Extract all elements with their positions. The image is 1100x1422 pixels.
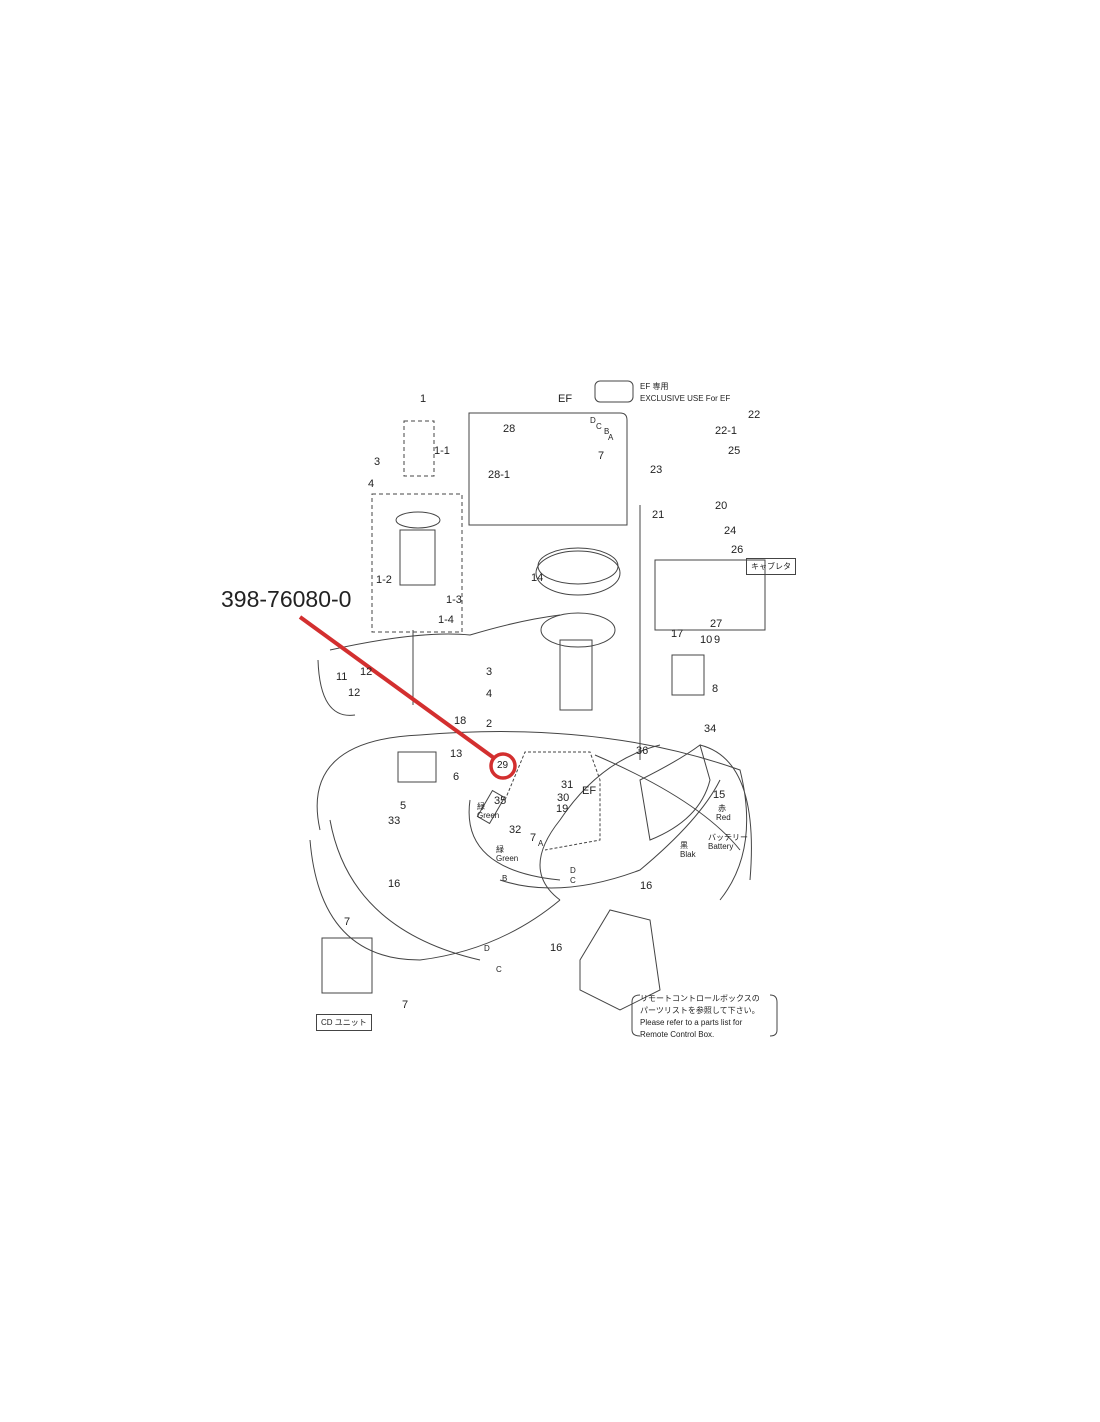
callout-label: 20 xyxy=(715,500,728,512)
callout-29: 29 xyxy=(497,760,509,771)
callout-label: 3 xyxy=(374,456,381,468)
callout-label: D xyxy=(570,866,576,875)
wire-black-jp: 黒 xyxy=(680,841,688,850)
callout-label: 27 xyxy=(710,618,723,630)
callout-label: 1-4 xyxy=(438,614,454,626)
note-line3: Please refer to a parts list for xyxy=(640,1018,743,1027)
callout-label: 3 xyxy=(486,666,493,678)
callout-label: 7 xyxy=(344,916,351,928)
part-number-label: 398-76080-0 xyxy=(221,586,352,612)
ef-inset-frame xyxy=(468,412,628,526)
cd-unit xyxy=(321,937,373,994)
callout-label: 11 xyxy=(336,671,348,683)
callout-label: 4 xyxy=(486,688,493,700)
callout-label: 22 xyxy=(748,409,761,421)
carburetor xyxy=(654,559,766,631)
wire-green-jp: 緑 xyxy=(477,802,485,811)
ef-marker: EF xyxy=(582,785,597,797)
stator xyxy=(540,612,616,648)
callout-label: 14 xyxy=(531,572,544,584)
callout-label: C xyxy=(570,876,576,885)
callout-label: C xyxy=(596,422,602,431)
inset-title: EF xyxy=(558,393,573,405)
callout-label: 17 xyxy=(671,628,684,640)
callout-label: 13 xyxy=(450,748,463,760)
callout-label: 12 xyxy=(348,687,361,699)
callout-label: C xyxy=(496,965,502,974)
callout-label: 18 xyxy=(454,715,467,727)
battery-jp: バッテリー xyxy=(708,833,748,842)
callout-label: 25 xyxy=(728,445,741,457)
flywheel xyxy=(535,550,621,596)
callout-label: 1-2 xyxy=(376,574,392,586)
pointer-arrow xyxy=(298,615,496,760)
wire-green: Green xyxy=(477,811,500,820)
callout-label: 2 xyxy=(486,718,493,730)
callout-label: 22-1 xyxy=(715,425,738,437)
callout-label: 6 xyxy=(453,771,460,783)
callout-label: 10 xyxy=(700,634,713,646)
callout-label: 7 xyxy=(402,999,409,1011)
callout-label: 12 xyxy=(360,666,373,678)
callout-label: 28 xyxy=(503,423,516,435)
rectifier xyxy=(671,654,705,696)
callout-label: D xyxy=(484,944,490,953)
callout-label: 1-1 xyxy=(434,445,450,457)
callout-label: 16 xyxy=(640,880,653,892)
wire-black: Blak xyxy=(680,850,696,859)
carburetor-label: キャブレタ xyxy=(746,558,796,575)
wire-green-jp-2: 緑 xyxy=(496,845,504,854)
starter-motor xyxy=(399,529,436,586)
legend-line2: EXCLUSIVE USE For EF xyxy=(640,394,731,403)
neutral-switch xyxy=(476,789,506,825)
callout-label: 26 xyxy=(731,544,744,556)
callout-label: 36 xyxy=(636,745,649,757)
callout-label: A xyxy=(608,433,614,442)
callout-label: 31 xyxy=(561,779,574,791)
remote-control-box xyxy=(579,909,661,1011)
callout-label: A xyxy=(538,839,544,848)
wire-green-2: Green xyxy=(496,854,519,863)
callout-label: 1-3 xyxy=(446,594,462,606)
battery: Battery xyxy=(708,842,734,851)
remote-control-note: リモートコントロールボックスの パーツリストを参照して下さい。 Please r… xyxy=(640,993,760,1041)
callout-label: 16 xyxy=(550,942,563,954)
legend-box xyxy=(594,380,634,403)
callout-label: 9 xyxy=(714,634,721,646)
callout-label: 33 xyxy=(388,815,401,827)
highlight-marker xyxy=(298,615,517,780)
callout-label: 30 xyxy=(557,792,570,804)
callout-label: 16 xyxy=(388,878,401,890)
callout-label: 15 xyxy=(713,789,726,801)
callout-label: 19 xyxy=(556,803,569,815)
callout-label: B xyxy=(604,427,610,436)
note-line1: リモートコントロールボックスの xyxy=(640,994,760,1003)
cd-unit-label: CD ユニット xyxy=(316,1014,372,1031)
callout-label: 7 xyxy=(598,450,605,462)
callout-label: 34 xyxy=(704,723,717,735)
highlight-circle xyxy=(489,752,517,780)
callout-label: 1 xyxy=(420,393,427,405)
callout-label: 24 xyxy=(724,525,737,537)
callout-label: 32 xyxy=(509,824,522,836)
ignition-coil xyxy=(397,751,437,783)
legend-line1: EF 専用 xyxy=(640,382,669,391)
callout-label: 28-1 xyxy=(488,469,511,481)
callout-label: 23 xyxy=(650,464,663,476)
callout-label: 5 xyxy=(400,800,407,812)
callout-label: B xyxy=(502,874,508,883)
note-line2: パーツリストを参照して下さい。 xyxy=(640,1006,760,1015)
callout-label: 8 xyxy=(712,683,719,695)
callout-label: 35 xyxy=(494,795,507,807)
wire-red: Red xyxy=(716,813,731,822)
callout-label: 7 xyxy=(530,832,537,844)
callout-label: 21 xyxy=(652,509,665,521)
callout-label: D xyxy=(590,416,596,425)
note-line4: Remote Control Box. xyxy=(640,1030,715,1039)
callout-label: 4 xyxy=(368,478,375,490)
wire-red-jp: 赤 xyxy=(718,804,726,813)
